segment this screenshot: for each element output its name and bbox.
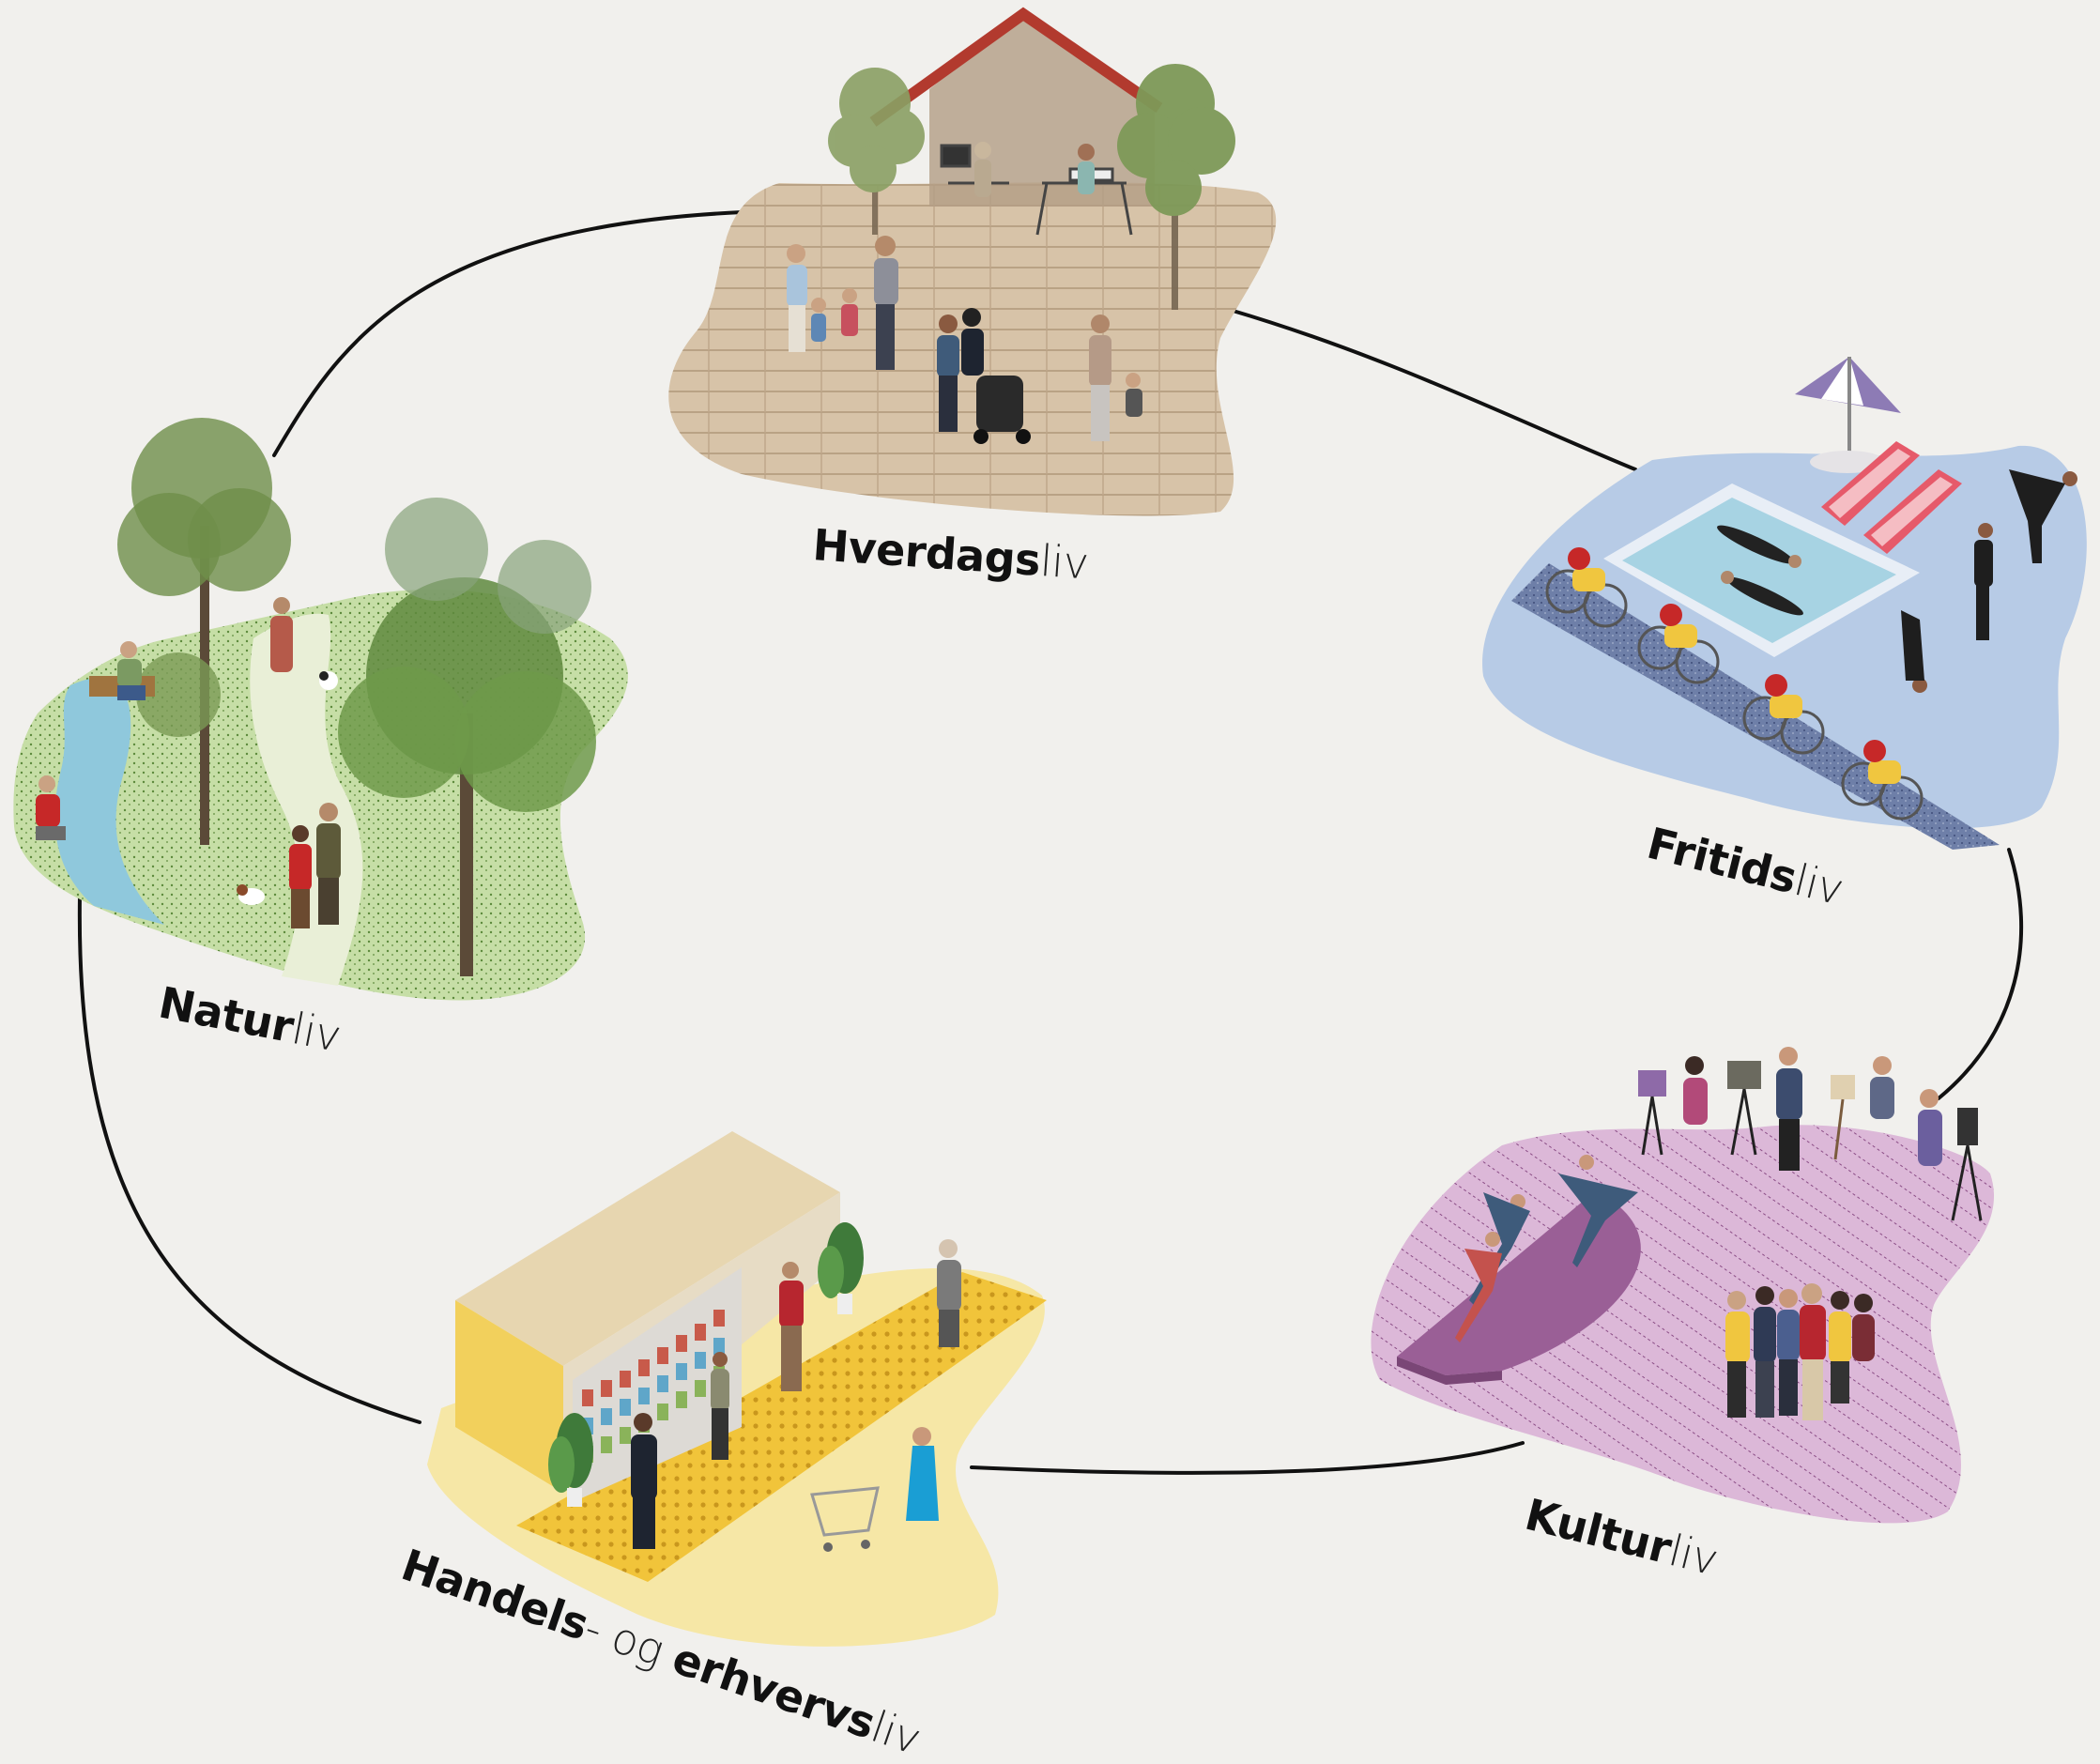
kultur-scene — [1371, 1047, 1995, 1524]
pool-water — [1622, 498, 1896, 643]
fritid-scene — [1482, 357, 2087, 850]
store-roof — [455, 1131, 840, 1366]
natur-people — [36, 597, 341, 928]
life-cycle-illustration — [13, 7, 2087, 1647]
yoga-people — [1901, 469, 2077, 693]
crowd — [1725, 1283, 1875, 1420]
natur-scene — [13, 418, 628, 1001]
tree-right — [1117, 64, 1235, 310]
kultur-ground — [1371, 1125, 1995, 1524]
line-kultur-handel — [970, 1441, 1525, 1475]
line-handel-natur — [77, 895, 422, 1424]
swimmers — [1717, 525, 1803, 616]
line-natur-hverdag — [272, 209, 772, 457]
painters — [1638, 1047, 1983, 1221]
dance-stage — [1397, 1190, 1641, 1375]
potted-plants — [548, 1222, 864, 1507]
handel-scene — [427, 1131, 1047, 1647]
dancers — [1455, 1155, 1638, 1342]
shoppers — [631, 1239, 961, 1552]
shopping-cart — [810, 1486, 880, 1537]
house-roof — [869, 7, 1163, 127]
sun-loungers — [1821, 441, 1962, 554]
line-fritid-kultur — [1937, 848, 2024, 1100]
cyclists — [1545, 547, 1924, 821]
stream — [54, 678, 164, 925]
natur-trees — [117, 418, 596, 976]
label-natur-suffix: liv — [287, 1003, 345, 1062]
tree-left — [828, 68, 925, 235]
line-hverdag-fritid — [1228, 308, 1637, 471]
cycle-lines — [77, 209, 2024, 1475]
people-hverdag — [787, 142, 1142, 444]
label-hverdag-suffix: liv — [1038, 534, 1091, 590]
store-front — [455, 1300, 563, 1493]
hverdag-scene — [668, 7, 1277, 516]
house — [929, 14, 1155, 207]
